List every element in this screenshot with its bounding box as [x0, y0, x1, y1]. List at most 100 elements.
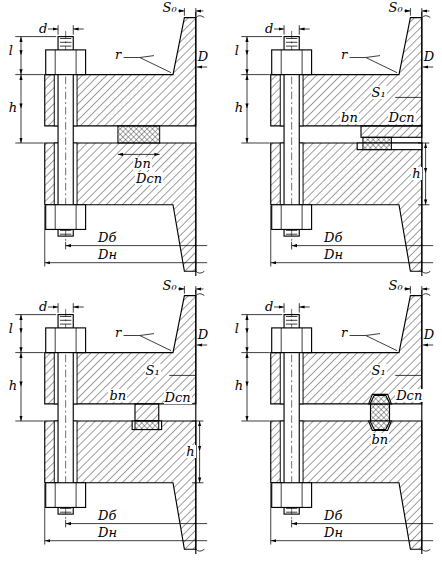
extension-line	[410, 286, 411, 294]
dimension-label: Dб	[323, 231, 343, 244]
dimension-label: Dб	[97, 231, 117, 244]
dimension-label: d	[38, 300, 48, 313]
extension-line	[421, 286, 422, 294]
extension-line	[192, 421, 203, 422]
extension-line	[73, 25, 74, 35]
extension-line	[241, 314, 282, 315]
dimension-line	[247, 37, 248, 56]
extension-line	[284, 303, 285, 313]
dimension-line	[66, 523, 135, 524]
flange-joint	[241, 8, 433, 276]
extension-line	[241, 36, 282, 37]
extension-line	[15, 314, 56, 315]
nut-edge	[302, 205, 303, 230]
dimension-label: h	[185, 445, 195, 458]
extension-line	[299, 25, 300, 35]
extension-line	[195, 8, 196, 16]
nut-edge	[55, 50, 56, 75]
extension-line	[58, 25, 59, 35]
dimension-line	[177, 288, 185, 289]
dimension-line	[21, 75, 22, 109]
dimension-line	[395, 97, 422, 98]
dimension-line	[177, 10, 185, 11]
dimension-line	[21, 315, 22, 334]
dimension-label: Dн	[97, 526, 118, 539]
flange-joint	[15, 8, 207, 276]
dimension-label: d	[264, 22, 274, 35]
extension-line	[15, 421, 44, 422]
dimension-line	[197, 67, 207, 68]
dimension-line	[196, 288, 204, 289]
extension-line	[184, 8, 185, 16]
dimension-line	[73, 307, 83, 308]
dimension-line	[423, 345, 433, 346]
extension-line	[241, 421, 269, 422]
dimension-line	[299, 29, 309, 30]
radius-leader	[124, 56, 172, 73]
dimension-line	[361, 540, 433, 541]
dimension-line	[271, 540, 361, 541]
dimension-label: S₀	[388, 279, 404, 292]
dimension-label: Dн	[97, 248, 118, 261]
nut-edge	[281, 483, 282, 508]
dimension-line	[361, 262, 433, 263]
dimension-label: D	[423, 328, 435, 341]
dimension-line	[21, 387, 22, 421]
nut-edge	[281, 205, 282, 230]
dimension-line	[135, 245, 207, 246]
dimension-label: h	[234, 101, 244, 114]
dimension-line	[45, 540, 135, 541]
dimension-label: l	[234, 322, 240, 335]
nut-edge	[281, 50, 282, 75]
dimension-line	[247, 334, 248, 353]
dimension-label: D	[423, 50, 435, 63]
dimension-label: D	[197, 328, 209, 341]
dimension-line	[395, 375, 422, 376]
dimension-label: S₁	[371, 364, 387, 377]
dimension-label: r	[340, 326, 348, 339]
dimension-line	[197, 345, 207, 346]
dimension-line	[247, 387, 248, 421]
dimension-line	[361, 245, 433, 246]
dimension-label: bп	[340, 111, 359, 124]
dimension-line	[21, 353, 22, 387]
nut-edge	[302, 328, 303, 353]
dimension-line	[118, 154, 139, 155]
nut-edge	[55, 205, 56, 230]
nut-edge	[55, 328, 56, 353]
extension-line	[421, 8, 422, 16]
dimension-label: d	[264, 300, 274, 313]
nut-edge	[76, 328, 77, 353]
nut-edge	[76, 483, 77, 508]
dimension-line	[274, 29, 284, 30]
dimension-line	[21, 334, 22, 353]
nut	[46, 205, 86, 230]
nut	[46, 328, 86, 353]
dimension-label: Dб	[97, 509, 117, 522]
flat-gasket	[118, 126, 160, 143]
oval-gasket	[371, 395, 390, 429]
extension-line	[15, 36, 56, 37]
extension-line	[44, 484, 45, 545]
extension-line	[270, 484, 271, 545]
extension-line	[192, 482, 203, 483]
extension-line	[15, 143, 44, 144]
dimension-label: bп	[133, 157, 152, 170]
nut	[46, 483, 86, 508]
extension-line	[270, 206, 271, 267]
dimension-line	[403, 288, 411, 289]
dimension-line	[292, 245, 361, 246]
extension-line	[44, 206, 45, 267]
nut-edge	[55, 483, 56, 508]
dimension-line	[292, 523, 361, 524]
extension-line	[15, 74, 44, 75]
radius-leader	[124, 334, 172, 351]
dimension-label: S₀	[162, 279, 178, 292]
nut-edge	[76, 50, 77, 75]
dimension-line	[135, 262, 207, 263]
dimension-line	[422, 288, 430, 289]
dimension-label: Dсп	[164, 391, 192, 404]
nut	[272, 328, 312, 353]
